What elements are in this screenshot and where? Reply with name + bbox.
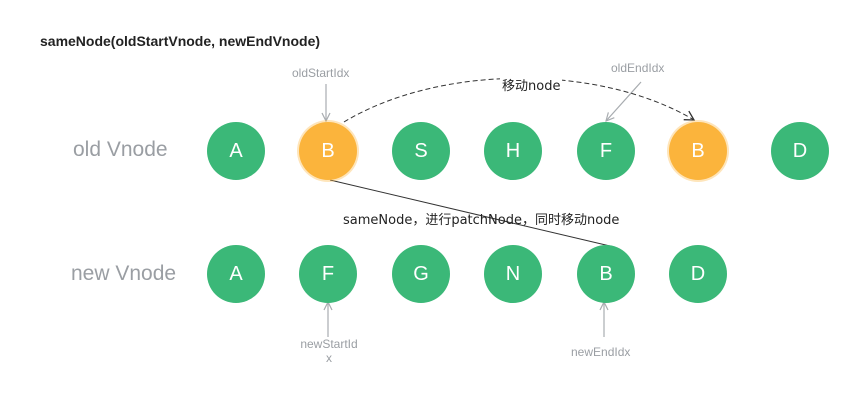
new-node-1: A — [207, 245, 265, 303]
old-node-7: D — [771, 122, 829, 180]
new-vnode-label: new Vnode — [71, 262, 177, 285]
new-node-3: G — [392, 245, 450, 303]
new-start-idx-label-line2: x — [326, 351, 332, 365]
old-node-2: B — [299, 122, 357, 180]
old-start-idx-label: oldStartIdx — [292, 66, 350, 80]
old-node-4: H — [484, 122, 542, 180]
patch-link-line — [329, 179, 611, 247]
old-node-1: A — [207, 122, 265, 180]
old-node-5: F — [577, 122, 635, 180]
patch-node-annotation: sameNode，进行patchNode，同时移动node — [343, 213, 620, 228]
new-start-idx-label-line1: newStartId — [300, 337, 358, 351]
new-node-4: N — [484, 245, 542, 303]
old-node-6: B — [669, 122, 727, 180]
new-end-idx-label: newEndIdx — [571, 345, 631, 359]
new-node-5: B — [577, 245, 635, 303]
move-node-annotation: 移动node — [500, 75, 563, 94]
old-vnode-label: old Vnode — [73, 138, 168, 161]
old-end-idx-label: oldEndIdx — [611, 61, 665, 75]
old-end-pointer-arrow — [606, 81, 642, 121]
old-node-3: S — [392, 122, 450, 180]
new-node-2: F — [299, 245, 357, 303]
diagram-title: sameNode(oldStartVnode, newEndVnode) — [40, 33, 321, 49]
new-node-6: D — [669, 245, 727, 303]
new-start-idx-label: newStartId x — [292, 337, 366, 365]
